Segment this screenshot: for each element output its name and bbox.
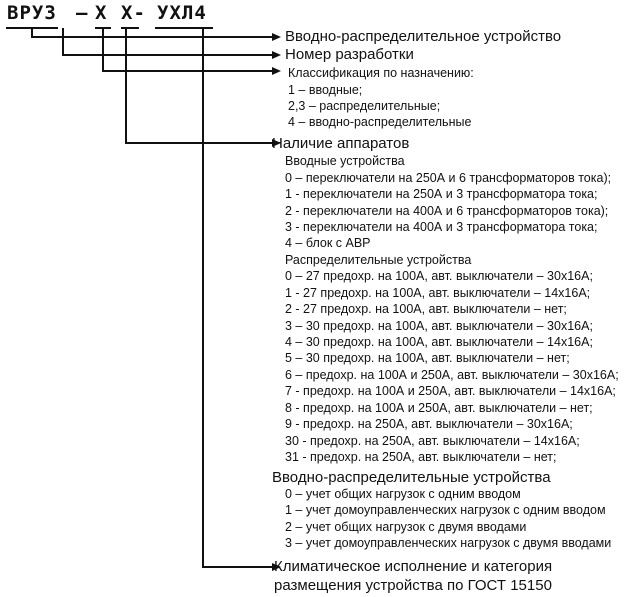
dist-device-item: 3 – 30 предохр. на 100А, авт. выключател… <box>285 319 593 333</box>
code-ukhl: УХЛ4 <box>157 2 207 24</box>
code-dash: – <box>76 2 89 24</box>
dist-device-item: 1 - 27 предохр. на 100А, авт. выключател… <box>285 286 591 300</box>
arrow-apparatus <box>272 139 281 147</box>
input-dist-item: 2 – учет общих нагрузок с двумя вводами <box>285 520 527 534</box>
classification-item: 4 – вводно-распределительные <box>288 115 472 129</box>
input-devices-title: Вводные устройства <box>285 154 405 168</box>
input-dist-title: Вводно-распределительные устройства <box>272 469 551 486</box>
leader-climate <box>202 28 272 568</box>
leader-dev-number <box>62 28 272 56</box>
arrow-dev-number <box>272 51 281 59</box>
input-device-item: 2 - переключатели на 400А и 6 трансформа… <box>285 204 609 218</box>
dist-device-item: 7 - предохр. на 100А и 250А, авт. выключ… <box>285 384 616 398</box>
input-device-item: 4 – блок с АВР <box>285 236 371 250</box>
dist-device-item: 31 - предохр. на 250А, авт. выключатели … <box>285 450 557 464</box>
code-vru: ВРУЗ <box>7 2 57 24</box>
arrow-climate <box>272 563 281 571</box>
arrow-device <box>272 33 281 41</box>
dist-device-item: 0 – 27 предохр. на 100А, авт. выключател… <box>285 269 593 283</box>
dist-device-item: 5 – 30 предохр. на 100А, авт. выключател… <box>285 351 570 365</box>
dist-device-item: 6 – предохр. на 100А и 250А, авт. выключ… <box>285 368 619 382</box>
dist-device-item: 4 – 30 предохр. на 100А, авт. выключател… <box>285 335 593 349</box>
input-device-item: 1 - переключатели на 250А и 3 трансформа… <box>285 187 598 201</box>
classification-item: 1 – вводные; <box>288 83 363 97</box>
apparatus-title: Наличие аппаратов <box>272 135 410 152</box>
dist-device-item: 2 - 27 предохр. на 100А, авт. выключател… <box>285 302 567 316</box>
dist-device-item: 30 - предохр. на 250А, авт. выключатели … <box>285 434 580 448</box>
climate-line-1: Климатическое исполнение и категория <box>274 558 553 575</box>
leader-classification <box>102 28 272 72</box>
dist-device-item: 9 - предохр. на 250А, авт. выключатели –… <box>285 417 573 431</box>
label-dev-number: Номер разработки <box>285 46 414 63</box>
input-dist-item: 1 – учет домоуправленческих нагрузок с о… <box>285 503 606 517</box>
dist-device-item: 8 - предохр. на 100А и 250А, авт. выключ… <box>285 401 593 415</box>
dist-devices-title: Распределительные устройства <box>285 253 472 267</box>
input-dist-item: 0 – учет общих нагрузок с одним вводом <box>285 487 521 501</box>
code-x2: Х- <box>121 2 146 24</box>
classification-title: Классификация по назначению: <box>288 66 474 80</box>
label-device: Вводно-распределительное устройство <box>285 28 562 45</box>
leader-apparatus <box>125 28 272 144</box>
input-device-item: 3 - переключатели на 400А и 3 трансформа… <box>285 220 598 234</box>
input-dist-item: 3 – учет домоуправленческих нагрузок с д… <box>285 536 612 550</box>
classification-item: 2,3 – распределительные; <box>288 99 441 113</box>
leader-device <box>31 28 272 38</box>
code-x1: Х <box>95 2 108 24</box>
arrow-classification <box>272 67 281 75</box>
climate-line-2: размещения устройства по ГОСТ 15150 <box>274 577 552 594</box>
input-device-item: 0 – переключатели на 250А и 6 трансформа… <box>285 171 612 185</box>
